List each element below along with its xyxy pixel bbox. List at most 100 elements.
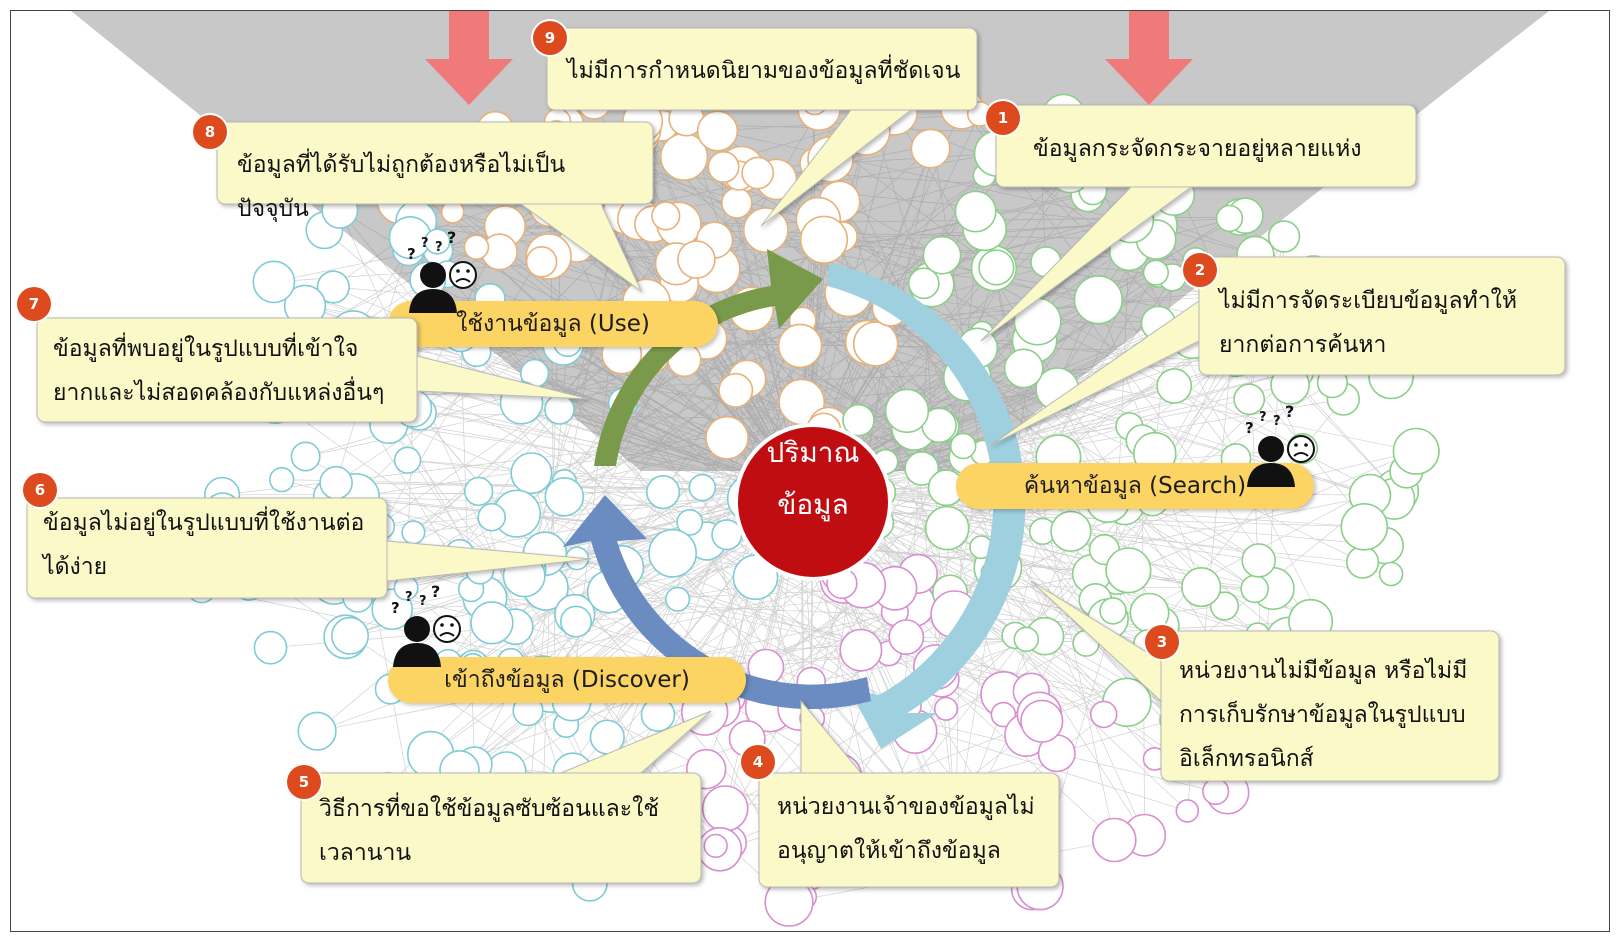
question-mark-icon: ?? ?? bbox=[391, 583, 440, 617]
center-line-1: ปริมาณ bbox=[766, 436, 860, 469]
network-node bbox=[676, 509, 704, 536]
down-arrow-right bbox=[1105, 11, 1193, 105]
svg-text:?: ? bbox=[405, 590, 413, 605]
problem-text-5: วิธีการที่ขอใช้ข้อมูลซับซ้อนและใช้ เวลาน… bbox=[319, 796, 659, 866]
network-node bbox=[1378, 561, 1404, 587]
sad-face-icon bbox=[433, 615, 461, 643]
network-node bbox=[1156, 368, 1193, 404]
network-node bbox=[705, 415, 749, 460]
network-node bbox=[393, 446, 422, 474]
network-node bbox=[907, 267, 940, 300]
question-mark-icon: ?? ?? bbox=[1245, 403, 1294, 437]
network-node bbox=[778, 378, 826, 426]
network-node bbox=[544, 476, 585, 517]
callout-box bbox=[300, 772, 702, 884]
diagram-frame: ปริมาณ ข้อมูล ใช้งานข้อมูล (Use) ค้นหาข้… bbox=[10, 10, 1610, 932]
network-node bbox=[1241, 543, 1276, 578]
problem-text-6: ข้อมูลไม่อยู่ในรูปแบบที่ใช้งานต่อ ได้ง่า… bbox=[43, 510, 365, 580]
network-node bbox=[1215, 204, 1244, 233]
network-node bbox=[510, 452, 553, 495]
network-node bbox=[1175, 799, 1200, 823]
callout-box bbox=[216, 121, 654, 205]
network-node bbox=[978, 249, 1015, 286]
network-node bbox=[741, 156, 775, 190]
svg-text:?: ? bbox=[391, 599, 400, 617]
callout-shape bbox=[216, 121, 654, 293]
network-node bbox=[525, 245, 558, 278]
network-node bbox=[799, 215, 849, 264]
network-node bbox=[777, 323, 823, 369]
network-node bbox=[463, 234, 490, 260]
svg-text:?: ? bbox=[1259, 410, 1267, 425]
network-node bbox=[1089, 700, 1118, 729]
svg-text:?: ? bbox=[431, 583, 440, 601]
network-node bbox=[477, 502, 507, 532]
svg-text:?: ? bbox=[1285, 403, 1294, 421]
use-cycle-arrow bbox=[594, 249, 823, 466]
problem-badge-8: 8 bbox=[193, 115, 227, 149]
network-node bbox=[252, 260, 296, 304]
network-node bbox=[711, 519, 743, 551]
callout-box bbox=[36, 317, 418, 423]
discover-label-text: เข้าถึงข้อมูล (Discover) bbox=[444, 667, 690, 693]
network-node bbox=[1233, 383, 1266, 416]
network-node bbox=[696, 110, 739, 152]
discover-label: เข้าถึงข้อมูล (Discover) bbox=[388, 657, 746, 703]
search-cycle-arrow bbox=[827, 263, 1026, 749]
network-node bbox=[648, 528, 698, 578]
confused-person-icon-discover: ?? ?? bbox=[391, 583, 461, 667]
confused-person-icon-search: ?? ?? bbox=[1245, 403, 1315, 487]
network-node bbox=[253, 630, 288, 665]
problem-badge-5: 5 bbox=[287, 765, 321, 799]
network-node bbox=[651, 201, 681, 231]
network-node bbox=[330, 616, 369, 655]
problem-text-8: ข้อมูลที่ได้รับไม่ถูกต้องหรือไม่เป็นปัจจ… bbox=[237, 152, 566, 222]
problem-badge-1: 1 bbox=[986, 101, 1020, 135]
callout-shape bbox=[26, 497, 592, 599]
callout-shape bbox=[980, 104, 1417, 342]
network-node bbox=[910, 128, 951, 169]
problem-badge-2: 2 bbox=[1183, 253, 1217, 287]
svg-text:?: ? bbox=[421, 236, 429, 251]
network-node bbox=[290, 441, 321, 472]
network-node bbox=[1267, 220, 1301, 253]
callout-shape bbox=[990, 256, 1566, 446]
problem-badge-3: 3 bbox=[1145, 625, 1179, 659]
network-node bbox=[1073, 275, 1123, 325]
sad-face-icon bbox=[449, 261, 477, 289]
network-node bbox=[664, 586, 691, 612]
network-node bbox=[677, 240, 716, 279]
network-node bbox=[1092, 817, 1137, 863]
problem-text-9: ไม่มีการกำหนดนิยามของข้อมูลที่ชัดเจน bbox=[567, 58, 961, 84]
network-node bbox=[1142, 259, 1169, 286]
callout-shape bbox=[300, 710, 712, 884]
network-node bbox=[933, 696, 959, 721]
problem-text-7: ข้อมูลที่พบอยู่ในรูปแบบที่เข้าใจ ยากและไ… bbox=[53, 336, 385, 406]
problem-text-2: ไม่มีการจัดระเบียบข้อมูลทำให้ ยากต่อการค… bbox=[1219, 288, 1518, 358]
network-node bbox=[990, 701, 1017, 728]
network-node bbox=[297, 711, 337, 751]
network-node bbox=[904, 451, 940, 486]
callout-shape bbox=[546, 27, 978, 227]
network-node bbox=[742, 207, 789, 254]
problem-badge-6: 6 bbox=[23, 473, 57, 507]
network-node bbox=[1105, 547, 1152, 594]
network-node bbox=[949, 432, 977, 460]
network-node bbox=[1003, 348, 1044, 389]
network-node bbox=[703, 833, 728, 859]
network-node bbox=[732, 554, 779, 601]
center-line-2: ข้อมูล bbox=[777, 488, 849, 521]
callout-box bbox=[26, 497, 388, 599]
svg-text:?: ? bbox=[1273, 414, 1281, 429]
network-node bbox=[954, 190, 997, 233]
network-node bbox=[424, 228, 451, 255]
network-node bbox=[842, 403, 875, 437]
problem-text-3: หน่วยงานไม่มีข้อมูล หรือไม่มี การเก็บรัก… bbox=[1179, 658, 1468, 772]
network-node bbox=[316, 270, 350, 304]
data-volume-center: ปริมาณ ข้อมูล bbox=[738, 427, 888, 577]
problem-badge-9: 9 bbox=[533, 21, 567, 55]
callout-box bbox=[1198, 256, 1566, 376]
confused-person-icon bbox=[1247, 436, 1295, 487]
problem-badge-7: 7 bbox=[17, 287, 51, 321]
network-node bbox=[1020, 699, 1064, 743]
